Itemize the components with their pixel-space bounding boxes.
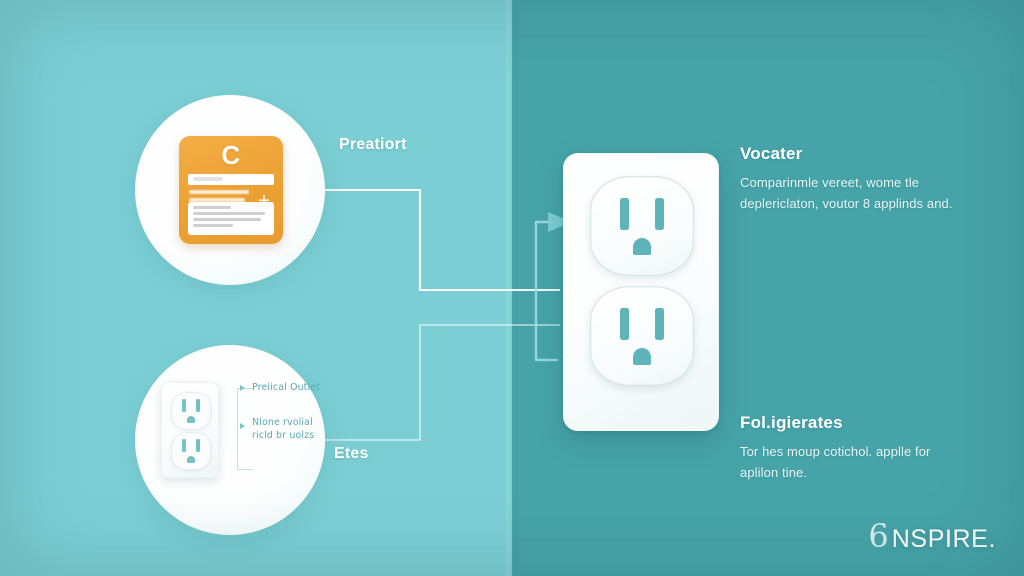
- brand-name-text: NSPIRE.: [891, 525, 996, 553]
- card-note-panel: [188, 202, 274, 235]
- right-block-1-heading: Vocater: [740, 144, 803, 163]
- card-letter: C: [221, 140, 241, 170]
- brand-mark-glyph: 6: [868, 517, 889, 555]
- socket-pin-right: [196, 399, 200, 412]
- annotation-label-outlet: Prelical Outlet: [252, 382, 321, 393]
- brand-logo: 6 NSPIRE.: [868, 517, 996, 555]
- socket-pin-left: [620, 198, 629, 230]
- socket-pin-left: [620, 308, 629, 340]
- outlet-socket-top: [590, 176, 694, 276]
- annotation-arrow-icon: [240, 385, 245, 391]
- small-socket-bottom: [171, 432, 211, 470]
- socket-pin-right: [655, 308, 664, 340]
- card-input-placeholder-bar: [193, 177, 223, 181]
- socket-pin-left: [182, 439, 186, 452]
- annotation-leader-lines: [237, 388, 253, 470]
- duplex-outlet-faceplate: [563, 153, 719, 431]
- right-block-1-body: Comparinmle vereet, wome tle deplericlat…: [740, 175, 953, 211]
- top-side-label: Preatiort: [339, 136, 407, 153]
- right-block-2-heading: Fol.igierates: [740, 413, 843, 432]
- card-text-line: [189, 198, 245, 202]
- socket-pin-left: [182, 399, 186, 412]
- socket-ground-hole: [187, 416, 195, 423]
- card-text-line: [189, 190, 249, 194]
- annotation-arrow-icon: [240, 423, 245, 429]
- bottom-side-label: Etes: [334, 445, 369, 462]
- socket-ground-hole: [187, 456, 195, 463]
- background-seam: [506, 0, 518, 576]
- socket-ground-hole: [633, 238, 651, 255]
- card-note-line: [193, 212, 265, 215]
- card-note-line: [193, 206, 231, 209]
- small-socket-top: [171, 392, 211, 430]
- socket-pin-right: [655, 198, 664, 230]
- socket-ground-hole: [633, 348, 651, 365]
- small-duplex-outlet: [161, 382, 219, 478]
- card-note-line: [193, 218, 261, 221]
- right-block-2-body: Tor hes moup cotichol. applle for aplilo…: [740, 444, 931, 480]
- plus-icon: +: [258, 190, 270, 212]
- outlet-socket-bottom: [590, 286, 694, 386]
- card-note-line: [193, 224, 233, 227]
- socket-pin-right: [196, 439, 200, 452]
- card-input-field: [188, 174, 274, 185]
- annotation-label-notes: Nlone rvolial ricld br uolzs: [252, 417, 315, 441]
- orange-certificate-card: C +: [179, 136, 283, 244]
